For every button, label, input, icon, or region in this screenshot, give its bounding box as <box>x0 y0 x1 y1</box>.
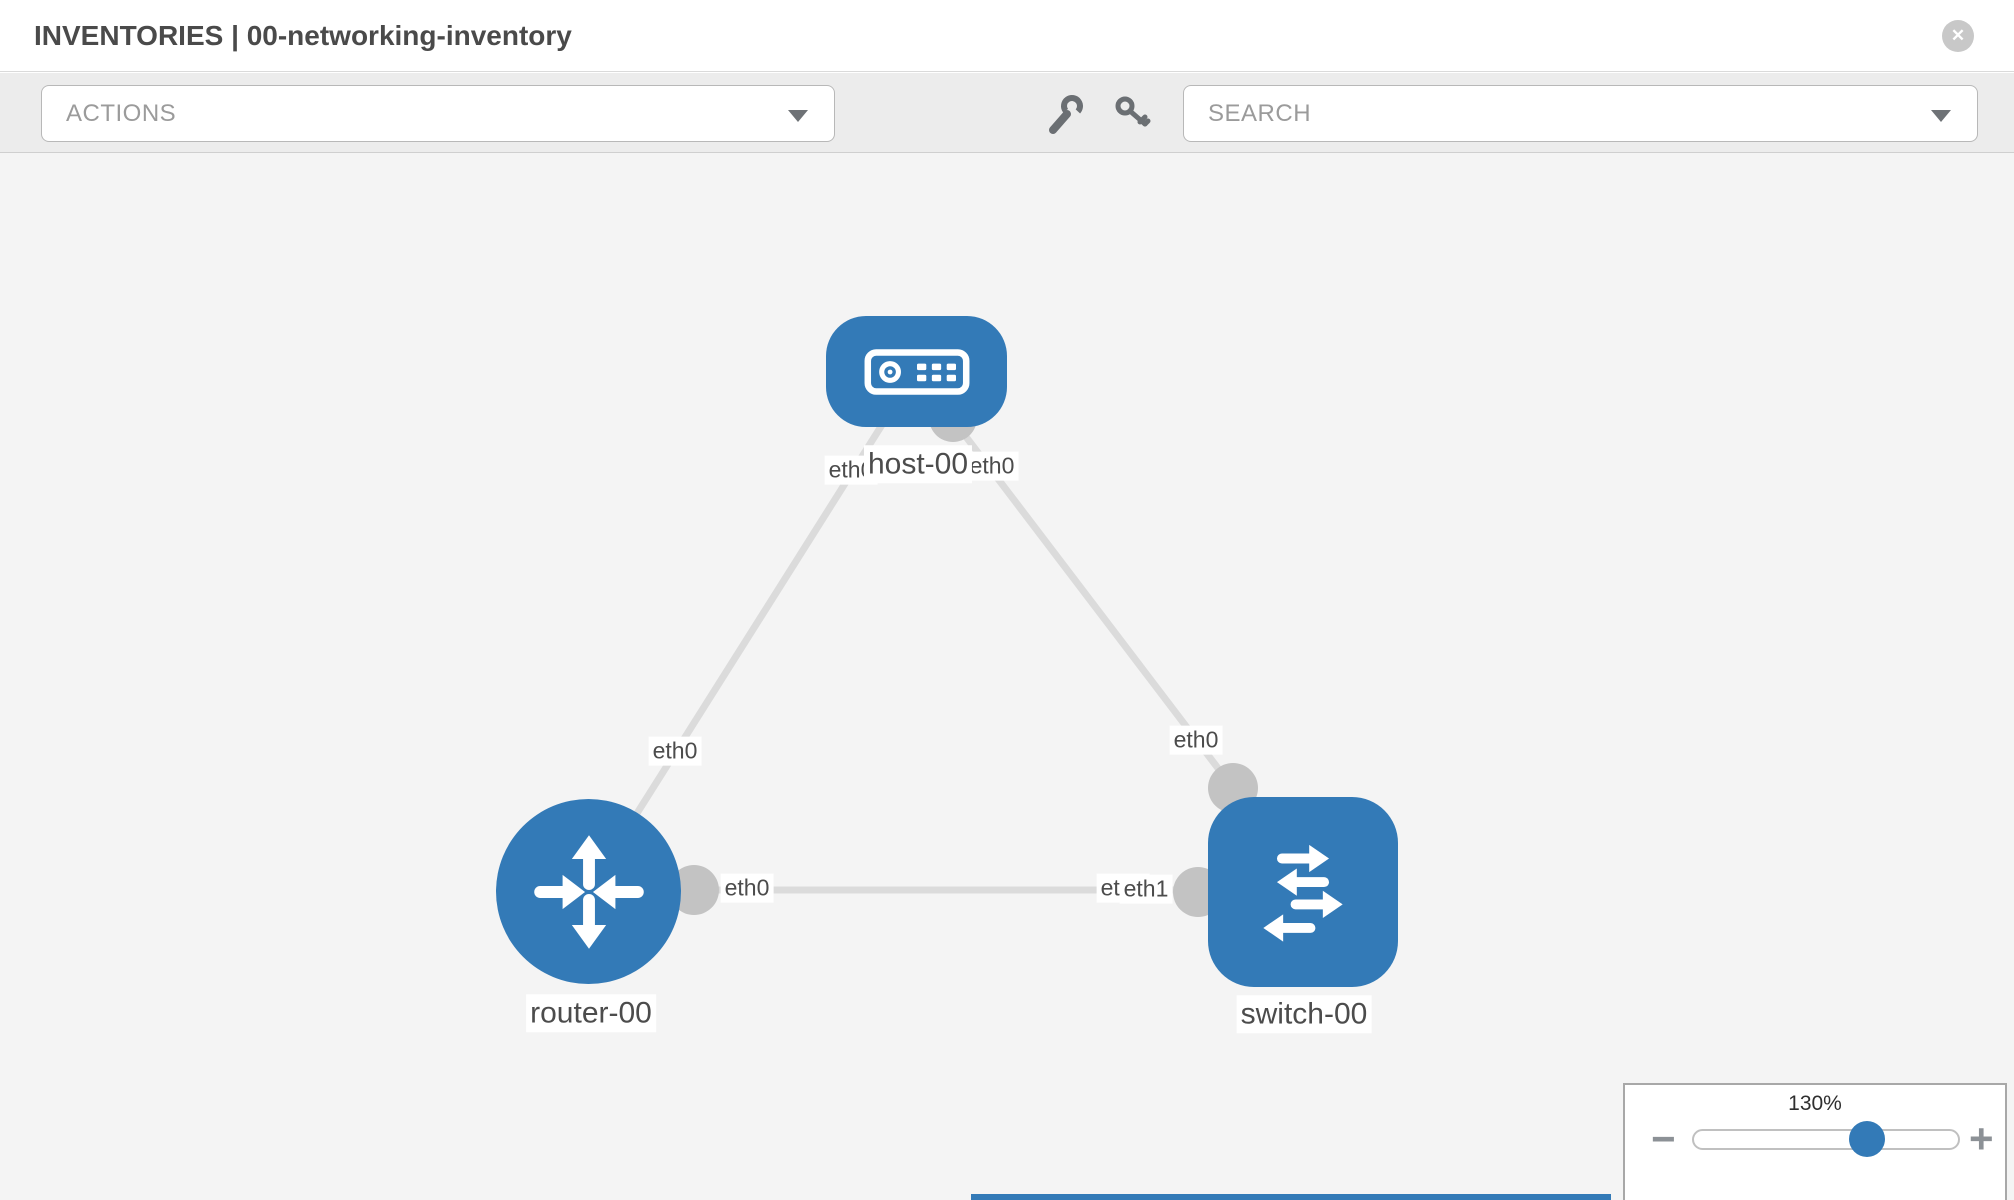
switch-icon <box>1263 844 1343 942</box>
actions-dropdown[interactable]: ACTIONS <box>41 85 835 142</box>
node-switch[interactable] <box>1208 797 1398 987</box>
interface-label-host-router: eth0 <box>648 736 702 766</box>
port-circle-router-eth0 <box>669 865 719 915</box>
bottom-blue-strip <box>971 1194 1611 1200</box>
node-label-router: router-00 <box>526 994 656 1032</box>
tools-button[interactable] <box>1044 93 1086 135</box>
host-icon <box>864 348 969 395</box>
search-dropdown[interactable]: SEARCH <box>1183 85 1978 142</box>
router-icon <box>533 834 644 949</box>
zoom-out-button[interactable]: − <box>1651 1115 1676 1162</box>
interface-label-switch-eth1: eth1 <box>1119 874 1173 904</box>
close-icon: ✕ <box>1950 26 1966 45</box>
links-layer <box>585 368 1303 917</box>
node-label-host: host-00 <box>863 445 973 483</box>
node-label-switch: switch-00 <box>1236 995 1372 1033</box>
topology-canvas[interactable]: eth0 eth0 <box>0 153 2014 1200</box>
key-icon <box>1115 96 1151 127</box>
search-placeholder: SEARCH <box>1208 100 1312 127</box>
credentials-button[interactable] <box>1112 93 1154 135</box>
wrench-icon <box>1049 95 1083 134</box>
interface-label-host-switch: eth0 <box>1169 725 1223 755</box>
zoom-in-button[interactable]: + <box>1969 1115 1994 1162</box>
zoom-slider-thumb[interactable] <box>1849 1121 1885 1157</box>
actions-dropdown-label: ACTIONS <box>66 100 177 127</box>
interface-label-router-eth0: eth0 <box>720 873 774 903</box>
node-host[interactable] <box>826 316 1007 427</box>
zoom-level: 130% <box>1788 1092 1842 1115</box>
zoom-slider-track[interactable] <box>1692 1121 1960 1157</box>
zoom-panel: 130% − + <box>1623 1083 2007 1200</box>
close-button[interactable]: ✕ <box>1942 20 1974 52</box>
interface-label-host-right: eth0 <box>965 451 1019 481</box>
link-host-switch[interactable] <box>913 368 1236 791</box>
header: INVENTORIES | 00-networking-inventory ✕ <box>0 0 2014 72</box>
toolbar: ACTIONS SEARCH <box>0 73 2014 153</box>
chevron-down-icon <box>1931 110 1951 122</box>
chevron-down-icon <box>788 110 808 122</box>
page-title: INVENTORIES | 00-networking-inventory <box>34 20 572 51</box>
node-router[interactable] <box>496 799 681 984</box>
